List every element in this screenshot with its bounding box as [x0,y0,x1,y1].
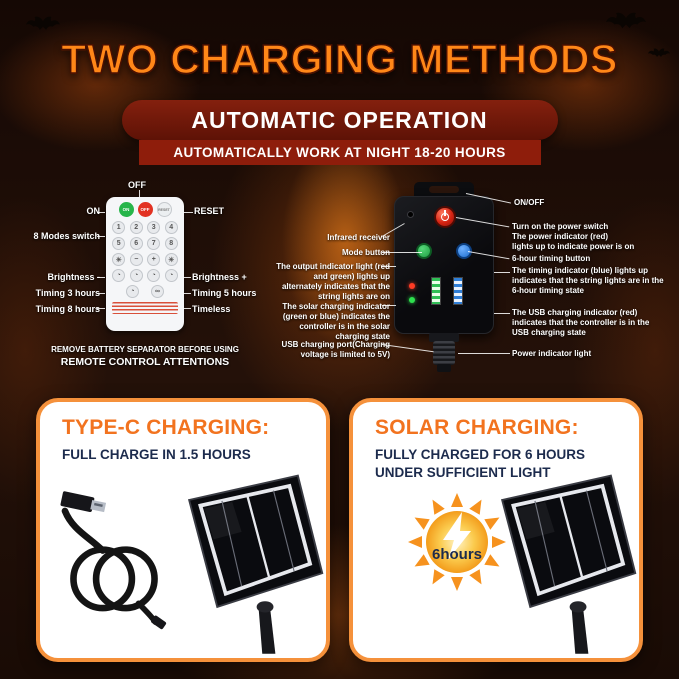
callout-power-indicator: Turn on the power switch The power indic… [512,222,635,251]
remote-label-reset: RESET [194,206,225,216]
bat-icon [26,16,60,30]
usb-connector-nut [429,333,459,342]
remote-number-button: 6 [129,237,143,250]
callout-line [97,236,105,237]
green-indicator-led [409,297,415,303]
callout-line [183,277,191,278]
remote-on-button: ON [118,202,134,217]
callout-infrared-receiver: Infrared receiver [327,233,390,242]
callout-line [183,308,191,309]
callout-mode-button: Mode button [342,248,390,257]
callout-line [382,305,396,306]
callout-on-off: ON/OFF [514,198,545,207]
type-c-charging-card: TYPE-C CHARGING: FULL CHARGE IN 1.5 HOUR… [36,398,330,662]
callout-line [97,277,105,278]
red-indicator-led [409,283,415,289]
remote-brightness-button minus-icon: − [129,253,143,266]
power-button [434,206,456,228]
infrared-receiver [407,211,414,218]
callout-line [382,266,396,267]
remote-brightness-button plus-icon: + [147,253,161,266]
callout-solar-indicator: The solar charging indicator (green or b… [282,302,390,341]
remote-fine-print [112,302,178,314]
type-c-card-title: TYPE-C CHARGING: [62,416,270,439]
remote-off-button: OFF [137,202,153,217]
remote-timing-button clock-icon: ◔ [126,285,139,298]
auto-operation-badge: AUTOMATIC OPERATION [121,100,558,140]
hanging-hole [429,186,459,193]
solar-card-title: SOLAR CHARGING: [375,416,579,439]
remote-timing-button clock-icon: ◔ [129,269,143,282]
remote-label-brightness-plus: Brightness + [192,272,247,282]
callout-6-hour-timing-button: 6-hour timing button [512,254,591,263]
lightning-icon [443,512,471,560]
remote-number-button: 1 [112,221,126,234]
remote-label-timing-3: Timing 3 hours [35,288,100,298]
remote-button-grid: 1 2 3 4 5 6 7 8 ☀ − + ☀ ◔ ◔ ◔ ◔ [112,221,178,282]
callout-usb-charging-indicator: The USB charging indicator (red) indicat… [512,308,650,337]
callout-line [97,293,105,294]
remote-timing-button clock-icon: ◔ [147,269,161,282]
remote-label-8-modes: 8 Modes switch [33,231,100,241]
usb-charging-port [433,341,455,365]
remote-number-button: 7 [147,237,161,250]
solar-panel-illustration [187,474,324,654]
auto-operation-subtitle: AUTOMATICALLY WORK AT NIGHT 18-20 HOURS [173,145,506,160]
remote-warning-title: REMOTE CONTROL ATTENTIONS [60,356,230,368]
timing-button [456,243,472,259]
callout-line [97,308,105,309]
bat-icon [606,12,646,29]
remote-number-button: 4 [164,221,178,234]
callout-timing-indicator: The timing indicator (blue) lights up in… [512,266,664,295]
callout-line [183,212,193,213]
page-title: TWO CHARGING METHODS [60,35,618,83]
sun-hours-label: 6hours [432,546,482,563]
auto-operation-badge-label: AUTOMATIC OPERATION [191,106,488,133]
callout-line [494,313,510,314]
callout-line [458,353,510,354]
remote-brightness-button sun-icon: ☀ [112,253,126,266]
sun-6hours-icon: 6hours [408,493,506,591]
solar-card-subtitle: FULLY CHARGED FOR 6 HOURS UNDER SUFFICIE… [375,447,586,481]
remote-label-timeless: Timeless [192,304,231,314]
callout-line [494,272,510,273]
remote-number-button: 3 [147,221,161,234]
controller-illustration [394,196,494,334]
remote-timeless-button infinity-icon: ∞ [151,285,164,298]
callout-line [97,212,105,213]
type-c-card-subtitle: FULL CHARGE IN 1.5 HOURS [62,447,251,462]
remote-number-button: 2 [129,221,143,234]
remote-number-button: 5 [112,237,126,250]
solar-charging-card: SOLAR CHARGING: FULLY CHARGED FOR 6 HOUR… [349,398,643,662]
remote-warning-text: REMOVE BATTERY SEPARATOR BEFORE USING [51,345,239,354]
timing-indicator [453,277,463,305]
bat-icon [648,48,670,57]
usb-connector-tip [437,364,451,372]
remote-label-on: ON [86,206,101,216]
remote-timing-button clock-icon: ◔ [112,269,126,282]
remote-timing-button clock-icon: ◔ [164,269,178,282]
mode-button [416,243,432,259]
remote-top-row: ON OFF RESET [112,202,178,217]
auto-operation-subtitle-bar: AUTOMATICALLY WORK AT NIGHT 18-20 HOURS [138,140,541,165]
remote-label-off: OFF [128,180,146,190]
solar-panel-illustration [500,474,637,654]
callout-usb-port: USB charging port(Charging voltage is li… [281,340,390,359]
remote-timing-row-2: ◔ ∞ [112,285,178,298]
callout-line [183,293,191,294]
usb-cable-illustration [60,491,167,630]
controller-hanging-tab [414,182,474,198]
remote-label-timing-8: Timing 8 hours [35,304,100,314]
callout-line [382,252,422,253]
remote-label-brightness-minus: Brightness - [47,272,100,282]
callout-output-indicator: The output indicator light (red and gree… [276,262,390,301]
remote-number-button: 8 [164,237,178,250]
remote-brightness-button sun-icon: ☀ [164,253,178,266]
remote-label-timing-5: Timing 5 hours [192,288,257,298]
callout-power-indicator-light: Power indicator light [512,349,592,358]
callout-line [139,190,140,197]
solar-charging-indicator [431,277,441,305]
remote-reset-button: RESET [156,202,172,217]
remote-control-illustration: ON OFF RESET 1 2 3 4 5 6 7 8 ☀ − + ☀ ◔ ◔… [106,197,184,331]
